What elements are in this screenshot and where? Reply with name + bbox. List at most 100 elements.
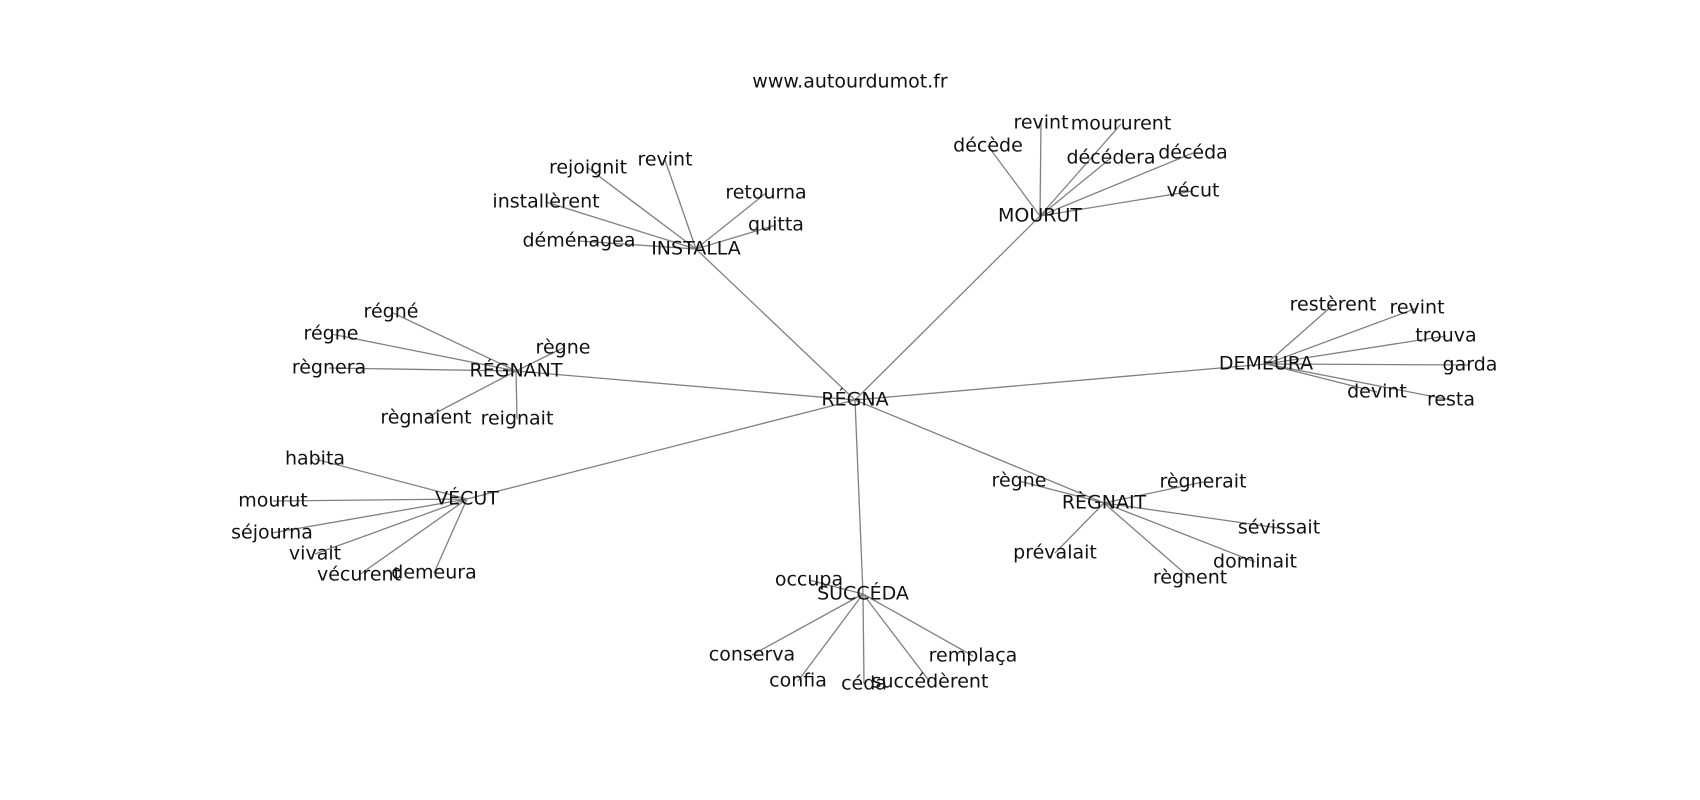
hub-node: DEMEURA — [1219, 353, 1313, 375]
leaf-node: mourut — [238, 490, 307, 512]
leaf-node: rejoignit — [549, 157, 627, 179]
edge-hub-to-leaf — [272, 498, 468, 502]
edge-hub-to-leaf — [425, 370, 517, 419]
edge-root-to-hub — [695, 248, 856, 401]
edge-hub-to-leaf — [797, 593, 864, 682]
leaf-node: trouva — [1415, 325, 1476, 347]
hub-node: RÈGNAIT — [1062, 491, 1147, 514]
leaf-node: vécurent — [317, 564, 401, 586]
edge-root-to-hub — [515, 370, 856, 401]
leaf-node: retourna — [725, 182, 806, 204]
edge-hub-to-leaf — [314, 458, 468, 500]
leaf-node: devint — [1347, 381, 1407, 403]
leaf-node: régne — [304, 323, 359, 345]
leaf-node: règnaient — [380, 407, 471, 429]
leaf-node: reignait — [481, 408, 554, 430]
edge-hub-to-leaf — [1265, 363, 1378, 393]
leaf-node: remplaça — [929, 645, 1018, 667]
edge-hub-to-leaf — [545, 201, 697, 250]
leaf-node: séjourna — [231, 522, 313, 544]
leaf-node: vivait — [289, 543, 341, 565]
edge-hub-to-leaf — [1265, 363, 1471, 366]
leaf-node: sévissait — [1238, 517, 1320, 539]
edge-hub-to-leaf — [751, 593, 864, 656]
leaf-node: règnent — [1153, 567, 1227, 589]
leaf-node: règne — [992, 470, 1047, 492]
source-url: www.autourdumot.fr — [752, 71, 948, 93]
edge-hub-to-leaf — [1039, 123, 1122, 217]
edge-hub-to-leaf — [1103, 502, 1191, 579]
leaf-node: garda — [1443, 354, 1498, 376]
edge-hub-to-leaf — [1265, 335, 1447, 365]
leaf-node: décède — [953, 135, 1023, 157]
edge-hub-to-leaf — [1039, 157, 1112, 217]
leaf-node: céda — [841, 673, 887, 695]
hub-node: SUCCÉDA — [817, 582, 909, 605]
edge-hub-to-leaf — [587, 167, 697, 250]
edge-hub-to-leaf — [862, 593, 931, 683]
leaf-node: quitta — [748, 214, 804, 236]
leaf-node: décéda — [1158, 142, 1228, 164]
edge-root-to-hub — [854, 363, 1267, 401]
edge-hub-to-leaf — [1039, 190, 1194, 217]
edge-root-to-hub — [854, 215, 1041, 401]
edge-hub-to-leaf — [1265, 304, 1334, 365]
leaf-node: demeura — [391, 562, 476, 584]
leaf-node: décédera — [1066, 147, 1155, 169]
graph-edges — [271, 122, 1471, 685]
leaf-node: confia — [769, 670, 827, 692]
leaf-node: déménagea — [522, 230, 635, 252]
edge-hub-to-leaf — [358, 498, 468, 576]
edge-hub-to-leaf — [1103, 502, 1280, 529]
edge-hub-to-leaf — [1265, 363, 1452, 401]
leaf-node: règne — [536, 337, 591, 359]
leaf-node: dominait — [1213, 551, 1297, 573]
edge-hub-to-leaf — [271, 498, 468, 534]
leaf-node: succédèrent — [872, 671, 989, 693]
hub-node: VÉCUT — [435, 487, 499, 510]
edge-hub-to-leaf — [695, 224, 777, 250]
edge-root-to-hub — [854, 399, 864, 595]
edge-hub-to-leaf — [1054, 502, 1105, 554]
edge-hub-to-leaf — [515, 370, 518, 420]
leaf-node: moururent — [1071, 113, 1172, 135]
edge-hub-to-leaf — [515, 347, 564, 372]
edge-hub-to-leaf — [808, 579, 864, 595]
leaf-node: prévalait — [1013, 542, 1097, 564]
leaf-node: revint — [1389, 297, 1444, 319]
edge-hub-to-leaf — [1018, 480, 1105, 504]
leaf-node: resta — [1427, 389, 1475, 411]
edge-hub-to-leaf — [328, 367, 517, 372]
hub-node: RÉGNANT — [470, 359, 563, 382]
leaf-node: occupa — [775, 569, 843, 591]
leaf-node: conserva — [709, 644, 795, 666]
edge-hub-to-leaf — [987, 145, 1041, 217]
edge-hub-to-leaf — [1039, 152, 1194, 217]
edge-hub-to-leaf — [578, 240, 697, 250]
edge-hub-to-leaf — [330, 333, 517, 372]
edge-hub-to-leaf — [695, 192, 767, 250]
edge-hub-to-leaf — [1103, 481, 1204, 504]
edge-hub-to-leaf — [433, 498, 468, 574]
edge-hub-to-leaf — [862, 593, 974, 657]
leaf-node: règnerait — [1159, 471, 1246, 493]
leaf-node: revint — [1013, 112, 1068, 134]
leaf-node: restèrent — [1290, 294, 1377, 316]
leaf-node: régné — [364, 301, 419, 323]
edge-hub-to-leaf — [1039, 122, 1042, 217]
edge-hub-to-leaf — [314, 498, 468, 555]
edge-hub-to-leaf — [1265, 307, 1418, 365]
edge-hub-to-leaf — [390, 311, 517, 372]
hub-node: MOURUT — [998, 205, 1082, 227]
root-node: RÉGNA — [821, 388, 888, 411]
edge-hub-to-leaf — [1103, 502, 1256, 563]
leaf-node: habita — [285, 448, 345, 470]
edge-hub-to-leaf — [664, 159, 697, 250]
leaf-node: règnera — [292, 357, 366, 379]
edge-root-to-hub — [466, 399, 856, 500]
leaf-node: vécut — [1167, 180, 1220, 202]
leaf-node: installèrent — [492, 191, 599, 213]
leaf-node: revint — [637, 149, 692, 171]
